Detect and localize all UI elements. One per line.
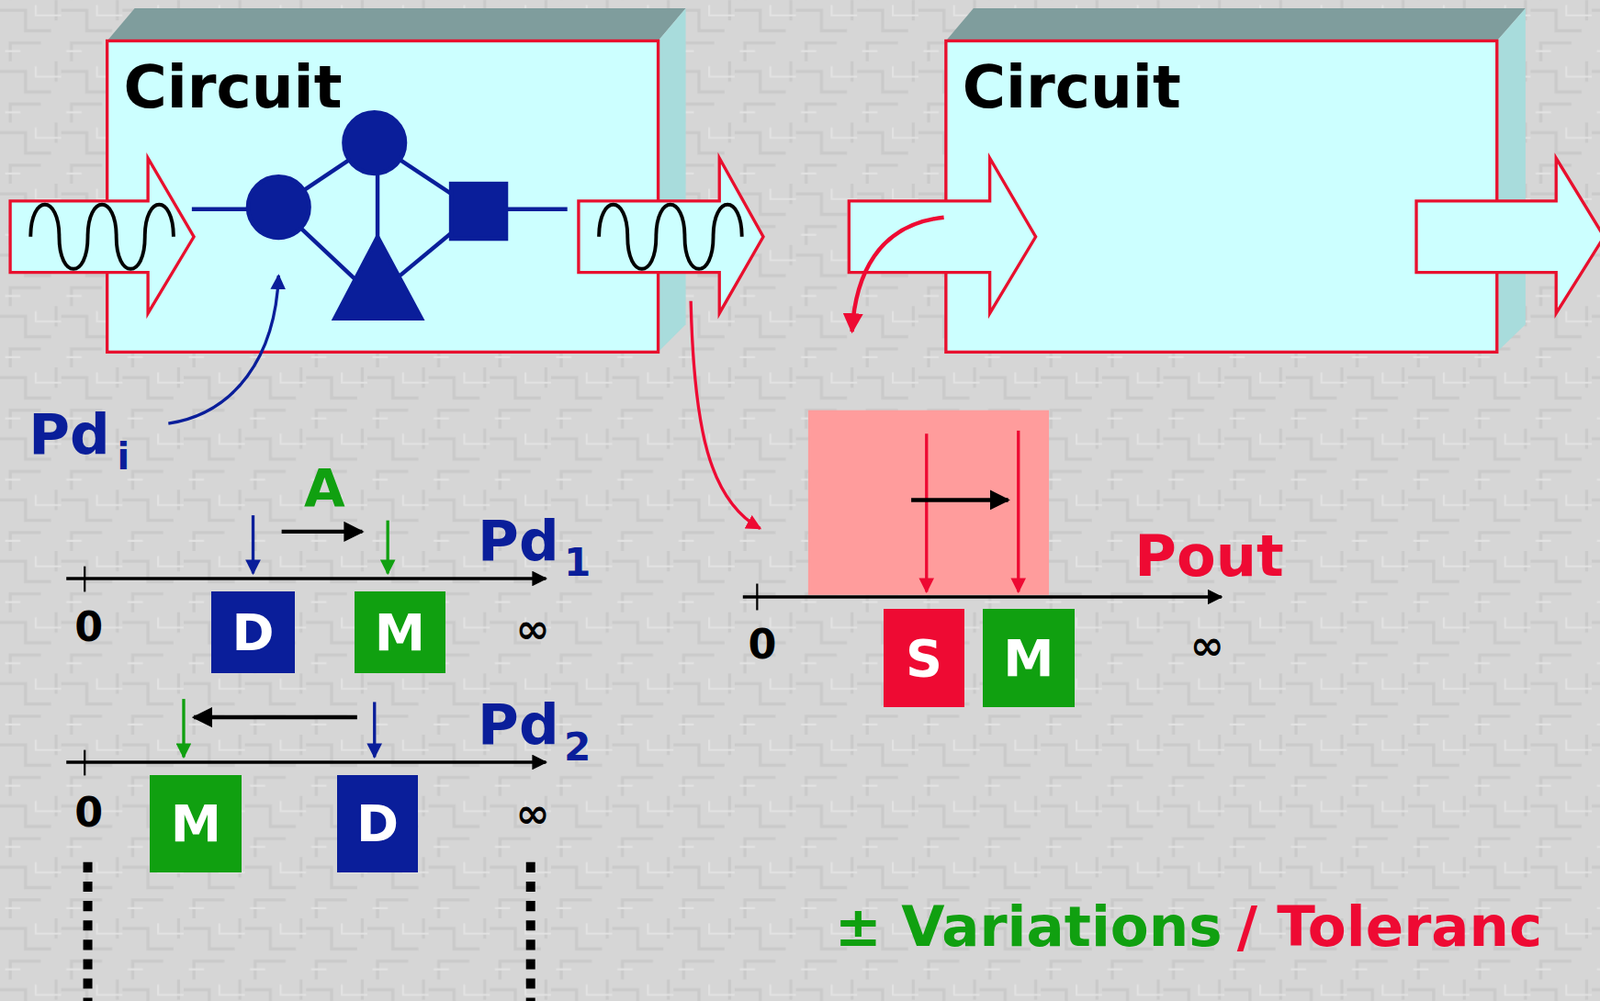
signal-arrows xyxy=(10,157,1600,314)
circuit-box: Circuit xyxy=(107,40,659,352)
parameter-subscript: 2 xyxy=(563,728,591,767)
measured-value-tag: M xyxy=(982,608,1075,708)
axis-origin: 0 xyxy=(74,792,103,834)
axis-origin: 0 xyxy=(74,607,103,648)
tolerances-note: / Toleranc xyxy=(1237,898,1544,955)
box-title: Circuit xyxy=(962,57,1481,117)
axis-infinity: ∞ xyxy=(1190,625,1225,666)
circuit-box-left xyxy=(107,8,687,352)
value-letter: M xyxy=(170,798,222,850)
value-letter: M xyxy=(374,607,426,659)
spec-value-tag: S xyxy=(883,608,965,708)
feed-arrow xyxy=(852,217,945,332)
leader-pout xyxy=(690,301,761,530)
parameter-name: Pd xyxy=(28,405,111,462)
output-name: Pout xyxy=(1134,528,1284,586)
value-letter: D xyxy=(231,607,274,659)
circuit-box-right xyxy=(946,8,1526,352)
parameter-name: Pd xyxy=(477,696,560,753)
axis-pd2 xyxy=(66,698,546,1001)
variations-note: ± Variations xyxy=(834,898,1223,955)
design-value-tag: D xyxy=(337,775,419,873)
parameter-subscript: i xyxy=(117,438,131,475)
parameter-subscript: 1 xyxy=(563,543,591,583)
leader-pdi xyxy=(168,275,279,424)
value-letter: D xyxy=(356,798,399,850)
parameter-name: Pd xyxy=(477,512,560,569)
measured-value-tag: M xyxy=(354,591,447,674)
axis-infinity: ∞ xyxy=(515,793,550,834)
axis-origin: 0 xyxy=(747,624,777,665)
design-value-tag: D xyxy=(211,591,295,674)
box-title: Circuit xyxy=(123,57,642,117)
value-letter: M xyxy=(1002,632,1054,685)
circuit-box: Circuit xyxy=(946,40,1498,352)
axis-infinity: ∞ xyxy=(515,608,550,650)
circuit-graph xyxy=(191,112,568,318)
value-letter: S xyxy=(905,632,943,685)
adjustment-label: A xyxy=(304,462,346,517)
axis-pd1 xyxy=(66,515,546,592)
measured-value-tag: M xyxy=(149,775,242,873)
